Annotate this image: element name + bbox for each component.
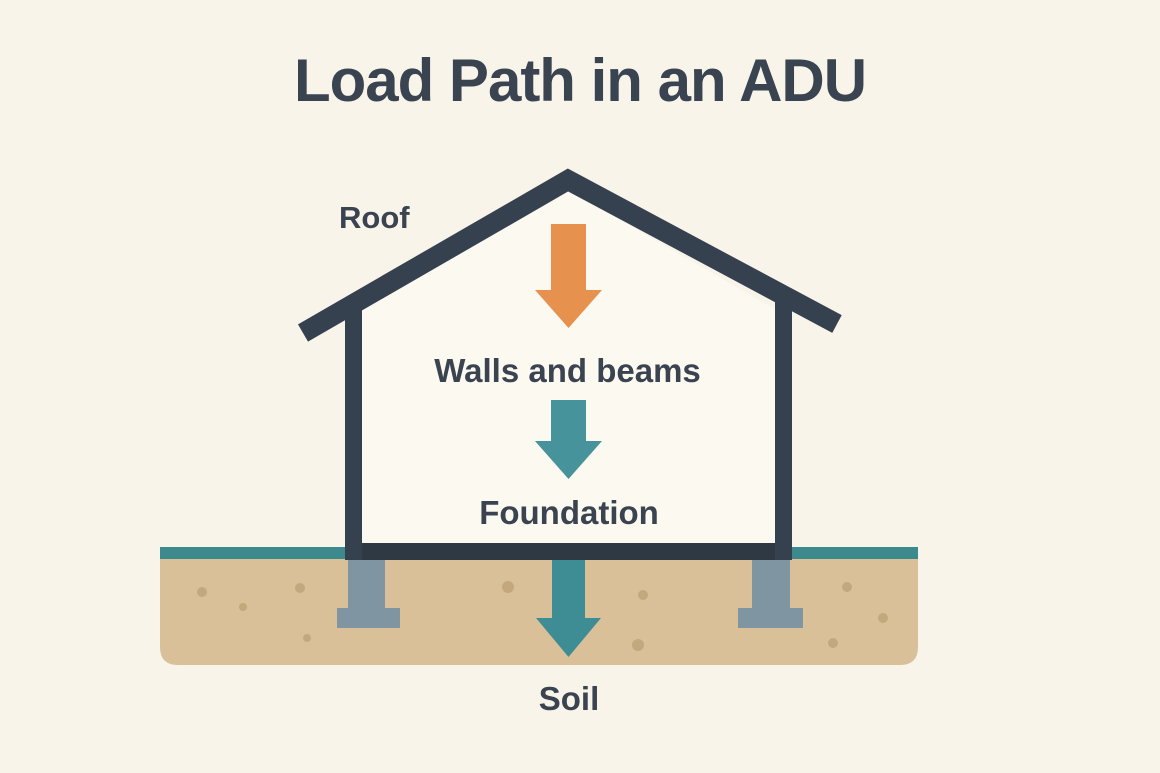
soil-speckles — [197, 581, 888, 651]
page-title: Load Path in an ADU — [293, 47, 867, 114]
right-footing — [738, 557, 803, 628]
foundation-to-soil-arrow-icon — [536, 560, 601, 657]
roof-label: Roof — [339, 200, 410, 235]
ground-line-right — [792, 547, 918, 559]
roof-outline — [297, 168, 842, 342]
left-wall — [345, 300, 362, 560]
ground-line-left — [160, 547, 345, 559]
walls-and-beams-label: Walls and beams — [434, 352, 701, 389]
walls-to-foundation-arrow-icon — [535, 400, 602, 479]
soil-label: Soil — [538, 680, 600, 717]
foundation-label: Foundation — [479, 494, 659, 531]
left-footing — [337, 557, 400, 628]
soil-body — [160, 559, 918, 665]
roof-to-walls-arrow-icon — [535, 224, 602, 328]
floor-beam — [345, 543, 792, 560]
right-wall — [775, 298, 792, 560]
house-interior — [352, 190, 785, 545]
